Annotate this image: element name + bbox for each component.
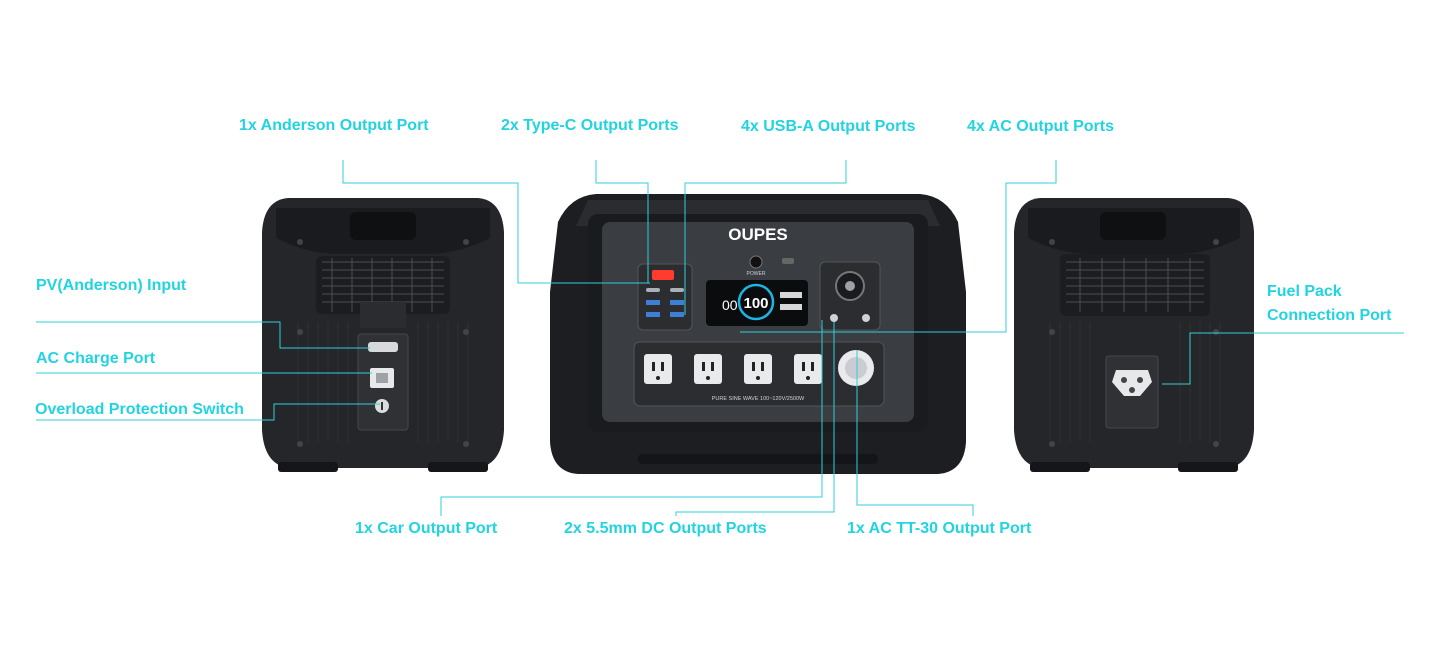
dc-output-port xyxy=(830,314,838,322)
label-ac-charge: AC Charge Port xyxy=(36,350,156,367)
label-tt30-output: 1x AC TT-30 Output Port xyxy=(847,520,1032,537)
label-car-output: 1x Car Output Port xyxy=(355,520,498,537)
svg-text:00: 00 xyxy=(722,297,738,313)
usb-port-panel xyxy=(637,263,693,331)
label-anderson-output: 1x Anderson Output Port xyxy=(239,117,429,134)
usba-port xyxy=(670,312,684,317)
ac-outlet xyxy=(644,354,672,384)
label-fuel-pack-line2: Connection Port xyxy=(1267,307,1392,324)
left-side-unit xyxy=(262,198,504,472)
lcd-display: 00 100 xyxy=(706,280,808,326)
label-typec-output: 2x Type-C Output Ports xyxy=(501,117,679,134)
power-button xyxy=(749,255,763,269)
label-overload-switch: Overload Protection Switch xyxy=(35,401,244,418)
svg-text:100: 100 xyxy=(743,295,768,312)
dc-output-port xyxy=(862,314,870,322)
typec-port xyxy=(670,288,684,292)
svg-text:PURE SINE WAVE 100~120V/2500W: PURE SINE WAVE 100~120V/2500W xyxy=(712,396,805,402)
tt30-outlet xyxy=(838,350,874,386)
ac-outlet xyxy=(794,354,822,384)
usba-port xyxy=(646,312,660,317)
fuel-pack-connection-port xyxy=(1112,370,1152,396)
label-dc-output: 2x 5.5mm DC Output Ports xyxy=(564,520,767,537)
label-ac-output: 4x AC Output Ports xyxy=(967,118,1114,135)
right-side-unit xyxy=(1014,198,1254,472)
main-front-unit: OUPES POWER 00 100 PURE SINE WAV xyxy=(550,194,966,474)
pv-anderson-input-port xyxy=(368,342,398,352)
car-dc-panel xyxy=(819,261,881,331)
ac-outlet xyxy=(694,354,722,384)
ac-outlet-panel: PURE SINE WAVE 100~120V/2500W xyxy=(633,341,885,407)
brand-logo: OUPES xyxy=(728,225,788,244)
usba-port xyxy=(670,300,684,305)
label-pv-input: PV(Anderson) Input xyxy=(36,277,187,294)
label-usba-output: 4x USB-A Output Ports xyxy=(741,118,916,135)
typec-port xyxy=(646,288,660,292)
ac-outlet xyxy=(744,354,772,384)
usba-port xyxy=(646,300,660,305)
svg-text:POWER: POWER xyxy=(747,271,766,277)
label-fuel-pack-line1: Fuel Pack xyxy=(1267,283,1342,300)
right-vent-grille xyxy=(1060,254,1210,316)
